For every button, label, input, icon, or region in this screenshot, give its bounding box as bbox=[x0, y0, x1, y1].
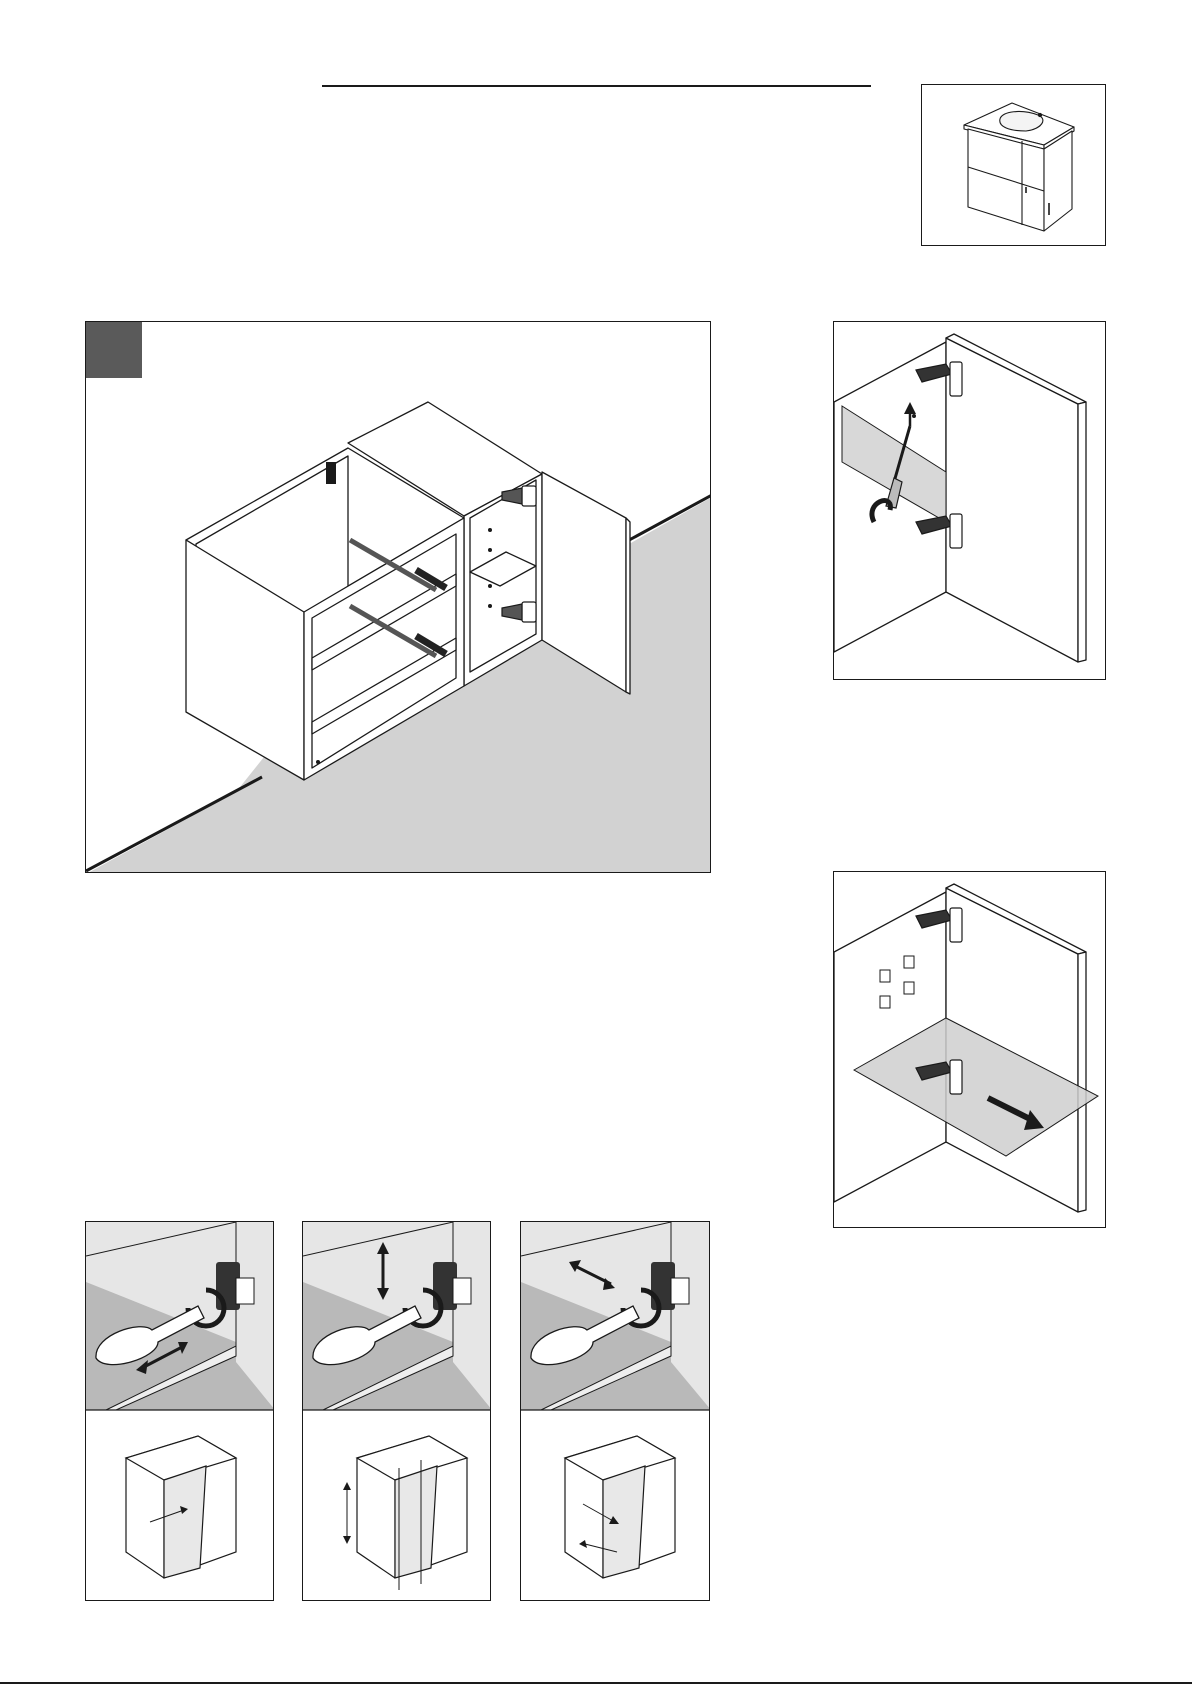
hinge-depth-adjustment-icon bbox=[86, 1222, 274, 1601]
footer-rule bbox=[0, 1682, 1192, 1684]
shelf-support-detail bbox=[833, 321, 1106, 680]
open-cabinet-icon bbox=[86, 322, 711, 873]
glass-shelf-insertion-icon bbox=[834, 872, 1106, 1228]
hinge-side-adjustment-panel bbox=[520, 1221, 710, 1601]
hinge-height-adjustment-icon bbox=[303, 1222, 491, 1601]
vanity-unit-icon bbox=[922, 85, 1106, 246]
main-assembly-illustration bbox=[85, 321, 711, 873]
glass-shelf-detail bbox=[833, 871, 1106, 1228]
hinge-side-adjustment-icon bbox=[521, 1222, 710, 1601]
shelf-support-screwdriver-icon bbox=[834, 322, 1106, 680]
header-rule bbox=[322, 85, 871, 87]
hinge-height-adjustment-panel bbox=[302, 1221, 491, 1601]
overview-thumbnail bbox=[921, 84, 1106, 246]
hinge-depth-adjustment-panel bbox=[85, 1221, 274, 1601]
